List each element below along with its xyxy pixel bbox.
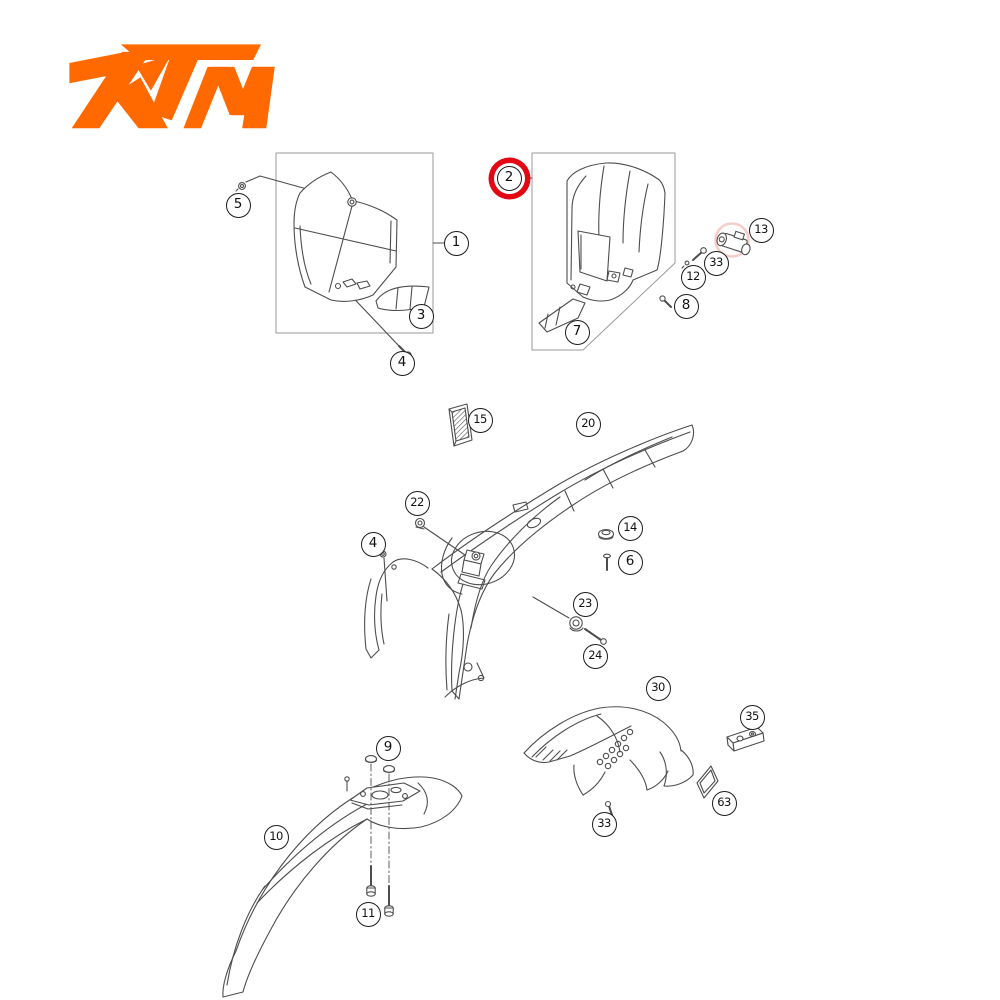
group-front-number-plate [235,152,445,359]
callout-3[interactable]: 3 [408,303,434,329]
part-inner-fender-30 [523,706,694,796]
callout-4-middle[interactable]: 4 [360,531,386,557]
part-headlight-mask [566,162,666,302]
screw-33-bottom [604,800,613,816]
leader-line-22 [423,526,466,556]
callout-20[interactable]: 20 [575,411,601,437]
callout-14[interactable]: 14 [617,515,643,541]
part-vent-grille-15 [448,403,473,447]
cap-9-left [364,755,378,763]
group-headlight-mask [527,152,676,351]
callout-11[interactable]: 11 [355,901,381,927]
callout-5[interactable]: 5 [225,192,251,218]
callout-2-selected[interactable]: 2 [496,165,522,191]
part-deflector-7 [538,298,586,333]
pin-12 [681,260,690,269]
callout-24[interactable]: 24 [582,643,608,669]
part-rear-fender-20 [431,424,695,700]
callout-33[interactable]: 33 [703,250,729,276]
callout-4[interactable]: 4 [389,350,415,376]
screw-24 [584,628,607,645]
callout-1[interactable]: 1 [443,230,469,256]
part-headlight-13 [714,222,751,258]
callout-33-bottom[interactable]: 33 [591,811,617,837]
part-side-panel-center [440,530,516,595]
screw-4-middle [379,550,388,602]
cap-9-right [382,765,396,773]
callout-13[interactable]: 13 [748,217,774,243]
part-side-panel-left [364,558,429,659]
callout-12[interactable]: 12 [680,264,706,290]
leader-line-23 [532,596,570,619]
part-pad-63 [696,765,719,799]
bolt-11-left [366,865,376,897]
part-side-panel-lower [431,568,485,700]
screw-33-top [692,247,707,261]
callout-23[interactable]: 23 [572,591,598,617]
part-front-fender-10 [222,776,463,998]
screw-6 [603,553,611,571]
callout-63[interactable]: 63 [711,790,737,816]
grommet-14 [597,528,615,540]
callout-10[interactable]: 10 [263,824,289,850]
bushing-22 [414,517,426,530]
faded-highlight-circle [714,222,750,258]
ktm-logo [69,44,275,129]
callout-7[interactable]: 7 [564,319,590,345]
callout-35[interactable]: 35 [739,704,765,730]
screw-5 [235,182,246,192]
callout-9[interactable]: 9 [375,735,401,761]
callout-6[interactable]: 6 [617,549,643,575]
callout-30[interactable]: 30 [645,675,671,701]
callout-15[interactable]: 15 [467,407,493,433]
callout-22[interactable]: 22 [404,490,430,516]
part-bracket-35 [726,726,765,752]
screw-8 [659,295,672,308]
bolt-11-right [384,885,394,917]
callout-8[interactable]: 8 [673,293,699,319]
bushing-23 [569,616,584,632]
part-front-number-plate [293,171,398,302]
